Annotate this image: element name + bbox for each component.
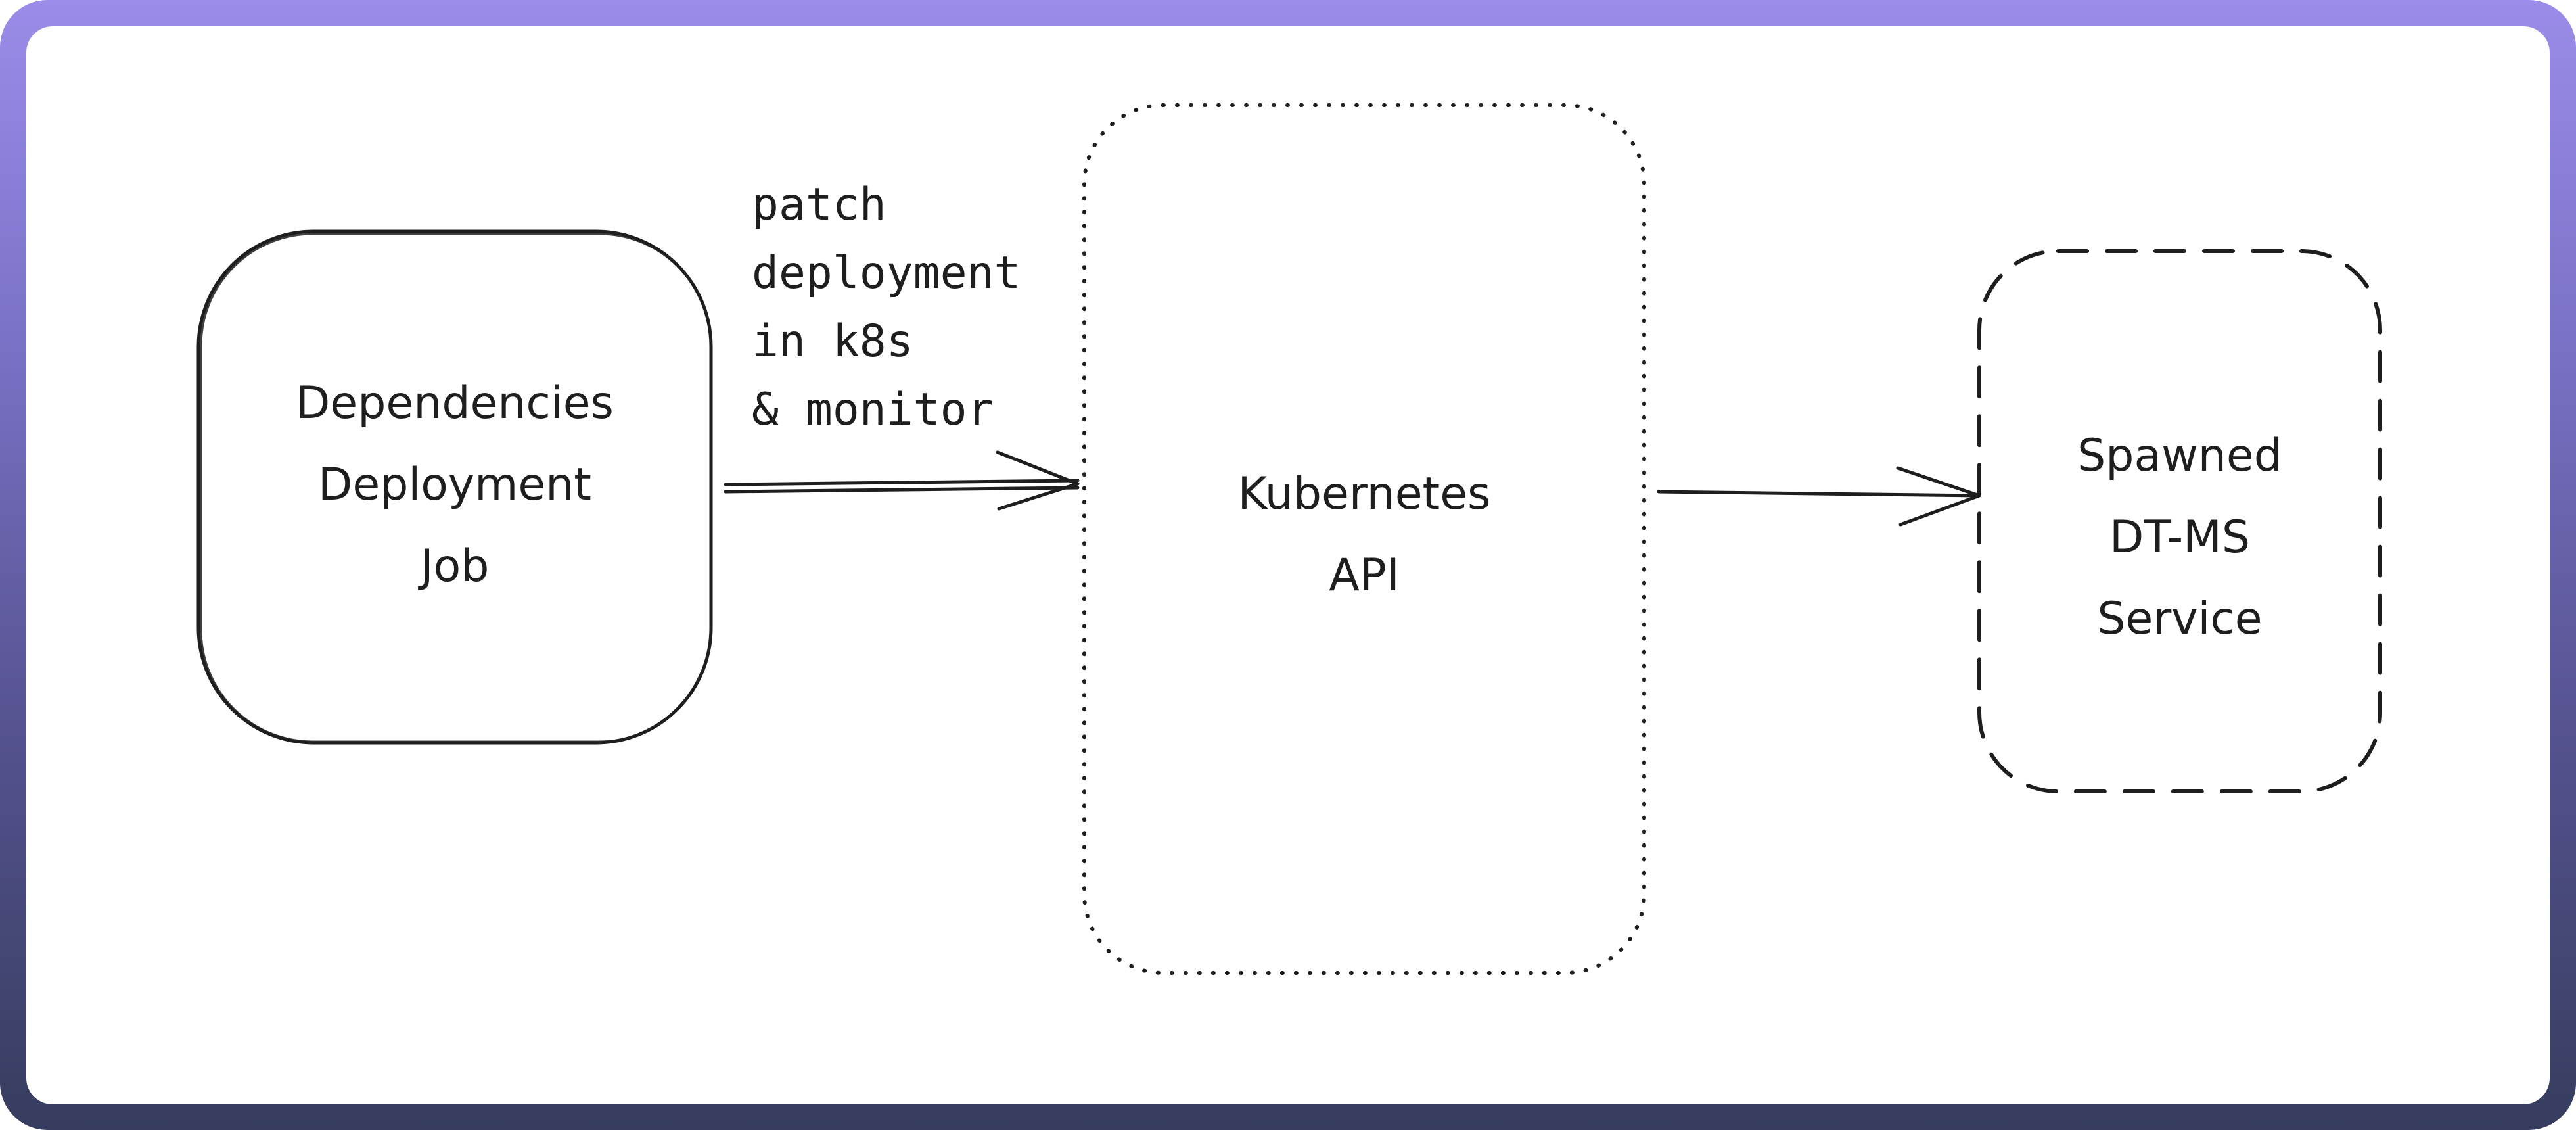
- arrow-job-to-api[interactable]: [724, 450, 1080, 511]
- dependencies-job-label: Dependencies Deployment Job: [198, 363, 711, 607]
- edge-label-line-4: & monitor: [752, 384, 994, 436]
- kubernetes-api-label: Kubernetes API: [1084, 454, 1644, 617]
- kubernetes-api-box[interactable]: [1082, 103, 1646, 975]
- dependencies-job-label-line-1: Dependencies: [296, 377, 614, 429]
- diagram-svg: [196, 103, 2382, 975]
- kubernetes-api-label-line-2: API: [1329, 550, 1400, 601]
- dependencies-job-label-line-3: Job: [420, 540, 490, 592]
- spawned-service-label-line-3: Service: [2097, 593, 2263, 645]
- dependencies-job-label-line-2: Deployment: [318, 459, 591, 511]
- spawned-service-label-line-2: DT-MS: [2109, 511, 2251, 563]
- arrow-api-to-service[interactable]: [1657, 466, 1981, 527]
- spawned-service-box[interactable]: [1977, 249, 2382, 793]
- job-to-api-edge-label: patch deployment in k8s & monitor: [752, 171, 1021, 444]
- spawned-service-label: Spawned DT-MS Service: [1979, 415, 2380, 660]
- spawned-service-label-line-1: Spawned: [2077, 430, 2282, 482]
- edge-label-line-2: deployment: [752, 247, 1021, 299]
- diagram-canvas: Dependencies Deployment Job Kubernetes A…: [26, 26, 2550, 1104]
- kubernetes-api-label-line-1: Kubernetes: [1237, 468, 1491, 520]
- edge-label-line-3: in k8s: [752, 316, 913, 367]
- dependencies-job-box[interactable]: [196, 229, 713, 745]
- edge-label-line-1: patch: [752, 179, 886, 231]
